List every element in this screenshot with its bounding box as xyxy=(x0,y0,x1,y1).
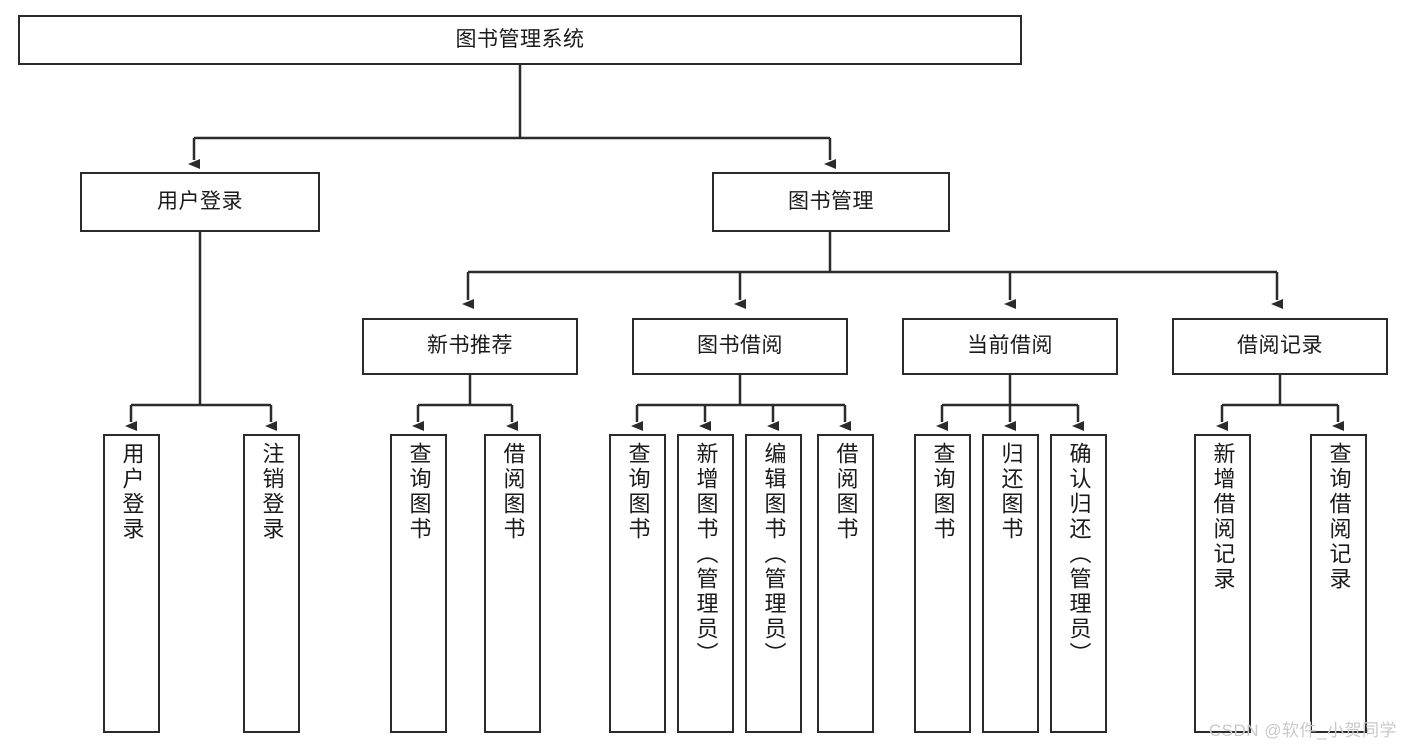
node-leaf-query-borrow-record[interactable]: 查询借阅记录 xyxy=(1310,434,1367,733)
node-label: 图书管理 xyxy=(788,189,874,213)
node-leaf-edit-book-admin[interactable]: 编辑图书（管理员） xyxy=(745,434,802,733)
node-label: 查询借阅记录 xyxy=(1326,442,1352,592)
node-borrow-record[interactable]: 借阅记录 xyxy=(1172,318,1388,375)
node-label: 注销登录 xyxy=(259,442,285,542)
node-root-book-management-system[interactable]: 图书管理系统 xyxy=(18,15,1022,65)
node-leaf-borrow-book[interactable]: 借阅图书 xyxy=(817,434,874,733)
node-leaf-return-book[interactable]: 归还图书 xyxy=(982,434,1039,733)
node-book-borrow[interactable]: 图书借阅 xyxy=(632,318,848,375)
node-label: 借阅图书 xyxy=(833,442,859,542)
node-label: 新增借阅记录 xyxy=(1210,442,1236,592)
node-book-management[interactable]: 图书管理 xyxy=(712,172,950,232)
node-label: 编辑图书（管理员） xyxy=(761,442,787,667)
node-label: 借阅记录 xyxy=(1237,334,1323,358)
node-label: 图书借阅 xyxy=(697,334,783,358)
node-label: 查询图书 xyxy=(625,442,651,542)
node-leaf-add-borrow-record[interactable]: 新增借阅记录 xyxy=(1194,434,1251,733)
node-label: 确认归还（管理员） xyxy=(1066,442,1092,667)
node-label: 当前借阅 xyxy=(967,334,1053,358)
node-label: 用户登录 xyxy=(157,189,243,213)
node-label: 新增图书（管理员） xyxy=(693,442,719,667)
node-leaf-user-login[interactable]: 用户登录 xyxy=(103,434,160,733)
node-label: 归还图书 xyxy=(998,442,1024,542)
node-label: 用户登录 xyxy=(119,442,145,542)
node-leaf-confirm-return-admin[interactable]: 确认归还（管理员） xyxy=(1050,434,1107,733)
node-label: 图书管理系统 xyxy=(455,27,585,51)
node-leaf-logout[interactable]: 注销登录 xyxy=(243,434,300,733)
node-label: 查询图书 xyxy=(930,442,956,542)
node-current-borrow[interactable]: 当前借阅 xyxy=(902,318,1118,375)
node-leaf-borrow-book-recommend[interactable]: 借阅图书 xyxy=(484,434,541,733)
watermark: CSDN @软件_小贺同学 xyxy=(1208,721,1397,740)
node-label: 借阅图书 xyxy=(500,442,526,542)
node-user-login[interactable]: 用户登录 xyxy=(80,172,320,232)
node-leaf-query-book-current[interactable]: 查询图书 xyxy=(914,434,971,733)
node-label: 新书推荐 xyxy=(427,334,513,358)
node-new-book-recommend[interactable]: 新书推荐 xyxy=(362,318,578,375)
node-leaf-add-book-admin[interactable]: 新增图书（管理员） xyxy=(677,434,734,733)
node-leaf-query-book[interactable]: 查询图书 xyxy=(609,434,666,733)
node-label: 查询图书 xyxy=(406,442,432,542)
node-leaf-query-book-recommend[interactable]: 查询图书 xyxy=(390,434,447,733)
